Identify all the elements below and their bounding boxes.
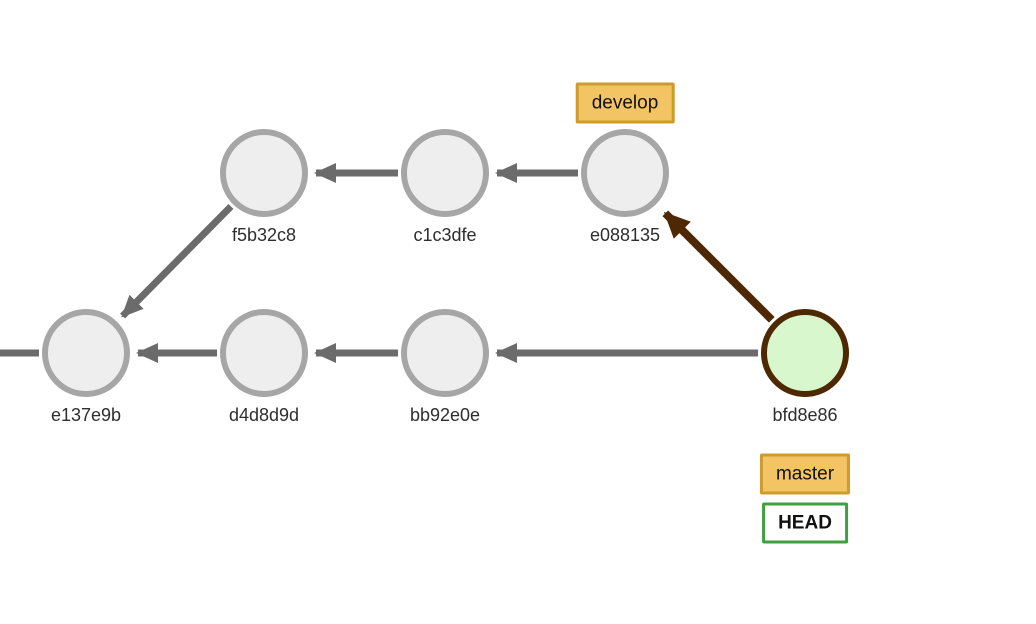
- commit-label-bfd8e86: bfd8e86: [772, 405, 837, 425]
- commit-node-f5b32c8[interactable]: [220, 129, 308, 217]
- commit-node-bfd8e86[interactable]: [761, 309, 849, 397]
- commit-label-f5b32c8: f5b32c8: [232, 225, 296, 245]
- commit-node-e137e9b[interactable]: [42, 309, 130, 397]
- commit-label-e137e9b: e137e9b: [51, 405, 121, 425]
- commit-label-c1c3dfe: c1c3dfe: [413, 225, 476, 245]
- commit-node-d4d8d9d[interactable]: [220, 309, 308, 397]
- commit-node-c1c3dfe[interactable]: [401, 129, 489, 217]
- edge-f5b32c8-to-e137e9b: [120, 203, 234, 319]
- branch-badge-master[interactable]: master: [759, 453, 851, 495]
- commit-label-d4d8d9d: d4d8d9d: [229, 405, 299, 425]
- head-badge[interactable]: HEAD: [762, 502, 848, 544]
- edge-bfd8e86-to-e088135: [662, 210, 775, 323]
- commit-label-e088135: e088135: [590, 225, 660, 245]
- branch-badge-develop[interactable]: develop: [575, 82, 675, 124]
- commit-node-bb92e0e[interactable]: [401, 309, 489, 397]
- commit-label-bb92e0e: bb92e0e: [410, 405, 480, 425]
- commit-node-e088135[interactable]: [581, 129, 669, 217]
